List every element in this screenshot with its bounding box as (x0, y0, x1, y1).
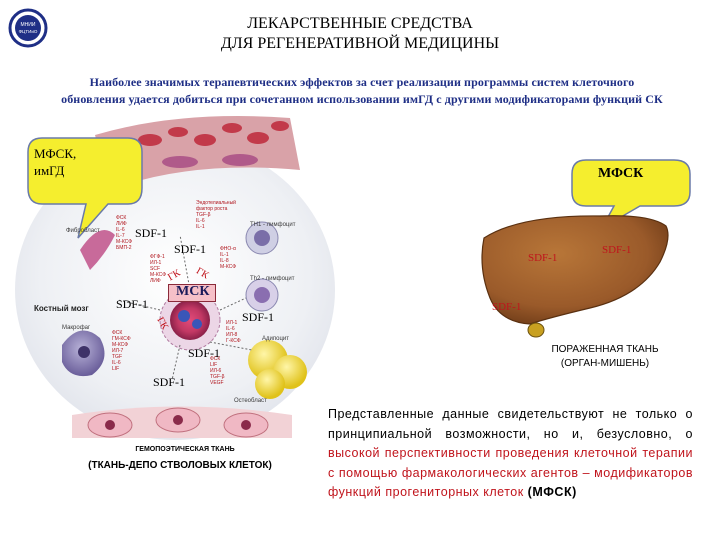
source-tissue-label: ГЕМОПОЭТИЧЕСКАЯ ТКАНЬ (100, 446, 270, 453)
sdf1-label: SDF-1 (188, 346, 220, 361)
target-line-1: ПОРАЖЕННАЯ ТКАНЬ (520, 343, 690, 357)
conclusion-part-2: высокой перспективности проведения клето… (328, 446, 693, 499)
factor-list-top: Эндотелиальный фактор роста TGF-β IL-6 I… (196, 200, 236, 230)
callout-left-text: МФСК, имГД (34, 145, 76, 179)
gallbladder (528, 323, 544, 337)
tag-th1: ТН1 - лимфоцит (250, 222, 295, 228)
sdf1-label: SDF-1 (153, 375, 185, 390)
sdf1-label: SDF-1 (116, 297, 148, 312)
callout-left-line-2: имГД (34, 162, 76, 179)
tag-osteoblast: Остеобласт (234, 398, 267, 404)
tag-macrophage: Макрофаг (62, 325, 90, 331)
sdf1-label: SDF-1 (174, 242, 206, 257)
conclusion-part-3: (МФСК) (524, 485, 577, 499)
tag-fibroblast: Фибробласт (66, 228, 100, 234)
sdf1-label: SDF-1 (242, 310, 274, 325)
conclusion-part-1: Представленные данные свидетельствуют не… (328, 407, 693, 441)
sdf1-liver-label: SDF-1 (528, 252, 557, 264)
msk-label: МСК (176, 284, 209, 300)
sdf1-label: SDF-1 (135, 226, 167, 241)
conclusion-text: Представленные данные свидетельствуют не… (328, 405, 693, 503)
sdf1-liver-label: SDF-1 (492, 301, 521, 313)
factor-list-right2: ИЛ-1 IL-6 ИЛ-8 Г-КСФ (226, 320, 241, 344)
tag-adipocyte: Адипоцит (262, 336, 289, 342)
sdf1-liver-label: SDF-1 (602, 244, 631, 256)
target-organ-label: ПОРАЖЕННАЯ ТКАНЬ (ОРГАН-МИШЕНЬ) (520, 343, 690, 371)
source-tissue-sublabel: (ТКАНЬ-ДЕПО СТВОЛОВЫХ КЛЕТОК) (60, 460, 300, 471)
tag-th2: Th2 - лимфоцит (250, 276, 294, 282)
factor-list-right: ФНО-α IL-1 IL-8 M-КСФ (220, 246, 236, 270)
callout-right-text: МФСК (598, 166, 643, 182)
factor-list-left2: ФГФ-1 ИЛ-1 SCF M-КСФ ЛИФ (150, 254, 166, 284)
target-line-2: (ОРГАН-МИШЕНЬ) (520, 357, 690, 371)
factor-list-left: ФСК ЛИФ IL-6 IL-7 M-КСФ БМП-2 (116, 215, 132, 251)
tag-bone-marrow: Костный мозг (34, 304, 89, 313)
factor-list-left3: ФСК ГМ-КСФ M-КСФ ИЛ-7 TGF IL-6 LIF (112, 330, 131, 372)
callout-left-line-1: МФСК, (34, 145, 76, 162)
